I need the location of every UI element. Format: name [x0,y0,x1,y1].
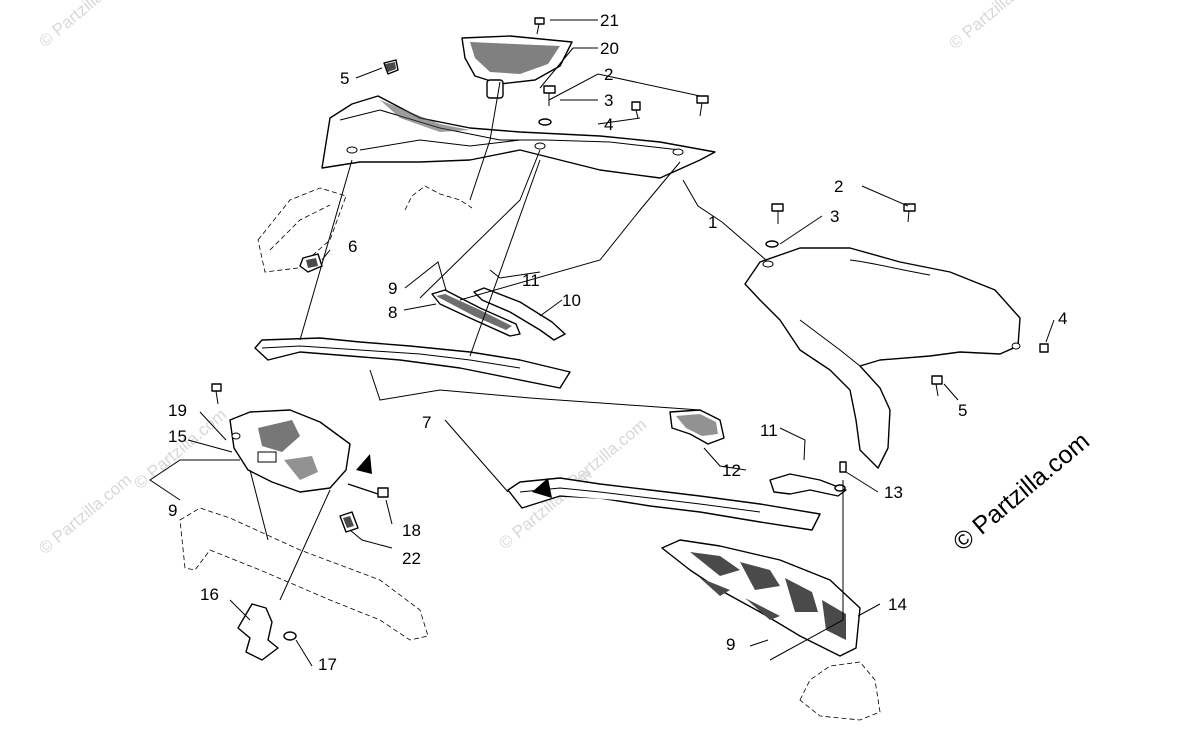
callout-4-right: 4 [1058,309,1067,328]
callout-12: 12 [722,461,741,480]
bracket-12 [669,409,725,445]
ghost-bracket-right [799,661,881,721]
callout-11-right: 11 [760,421,778,440]
callout-2-right: 2 [834,177,843,196]
callout-1: 1 [708,213,717,232]
footrest-plate-14 [661,539,861,657]
callout-10: 10 [562,291,581,310]
watermark-top-right: © Partzilla.com [945,0,1045,53]
callout-22: 22 [402,549,421,568]
callout-4-top: 4 [604,115,613,134]
callout-3-top: 3 [604,91,613,110]
screw-4-top [631,101,641,119]
callout-9-bottom: 9 [726,635,735,654]
leader-lines [149,19,1055,667]
bolt-18 [347,483,389,498]
callout-9-left: 9 [168,501,177,520]
callout-7: 7 [422,413,431,432]
washer-3-top [538,118,552,126]
watermark-bottom-left: © Partzilla.com [35,470,135,558]
bolt-5-right [931,375,943,397]
brace-8 [431,289,521,337]
callout-17: 17 [318,655,337,674]
bolt-2-top [543,85,709,117]
ghost-bracket-left [257,185,473,273]
spring-clip-16 [237,603,279,661]
nut-17 [283,631,297,641]
callout-5-right: 5 [958,401,967,420]
callout-5-top: 5 [340,69,349,88]
screw-21 [534,17,545,35]
bolt-2-right [771,203,916,224]
bracket-13 [769,461,847,497]
console-panel-left [321,95,716,179]
ghost-frame-left [179,507,429,641]
mount-bracket-15 [229,409,351,493]
gauge-housing-20 [461,35,573,99]
console-panel-right [744,247,1021,469]
triangle-marker-rail [532,478,552,498]
callout-15: 15 [168,427,187,446]
watermark-main: © Partzilla.com [948,427,1095,557]
fastener-5-top [383,59,399,75]
bolt-19 [211,383,222,405]
callout-18: 18 [402,521,421,540]
brace-10 [473,287,566,341]
watermark-top-left: © Partzilla.com [35,0,135,51]
triangle-marker-left [356,454,372,474]
rail-7-lower [507,477,821,531]
callout-8: 8 [388,303,397,322]
callout-21: 21 [600,11,619,30]
reference-markers [356,454,552,498]
screw-4-right [1039,343,1049,353]
callout-20: 20 [600,39,619,58]
callout-13: 13 [884,483,903,502]
nut-6 [299,253,323,273]
rail-7-upper [254,337,571,389]
washer-3-right [765,240,779,248]
callout-9-top: 9 [388,279,397,298]
callout-2-top: 2 [604,65,613,84]
callout-19: 19 [168,401,187,420]
callout-3-right: 3 [830,207,839,226]
callout-14: 14 [888,595,907,614]
callout-6: 6 [348,237,357,256]
callout-11-top: 11 [522,271,540,290]
callout-16: 16 [200,585,219,604]
callout-labels: 21 20 5 2 3 4 1 2 3 6 9 11 8 10 4 5 7 19… [168,11,1067,674]
clip-22 [339,511,359,533]
